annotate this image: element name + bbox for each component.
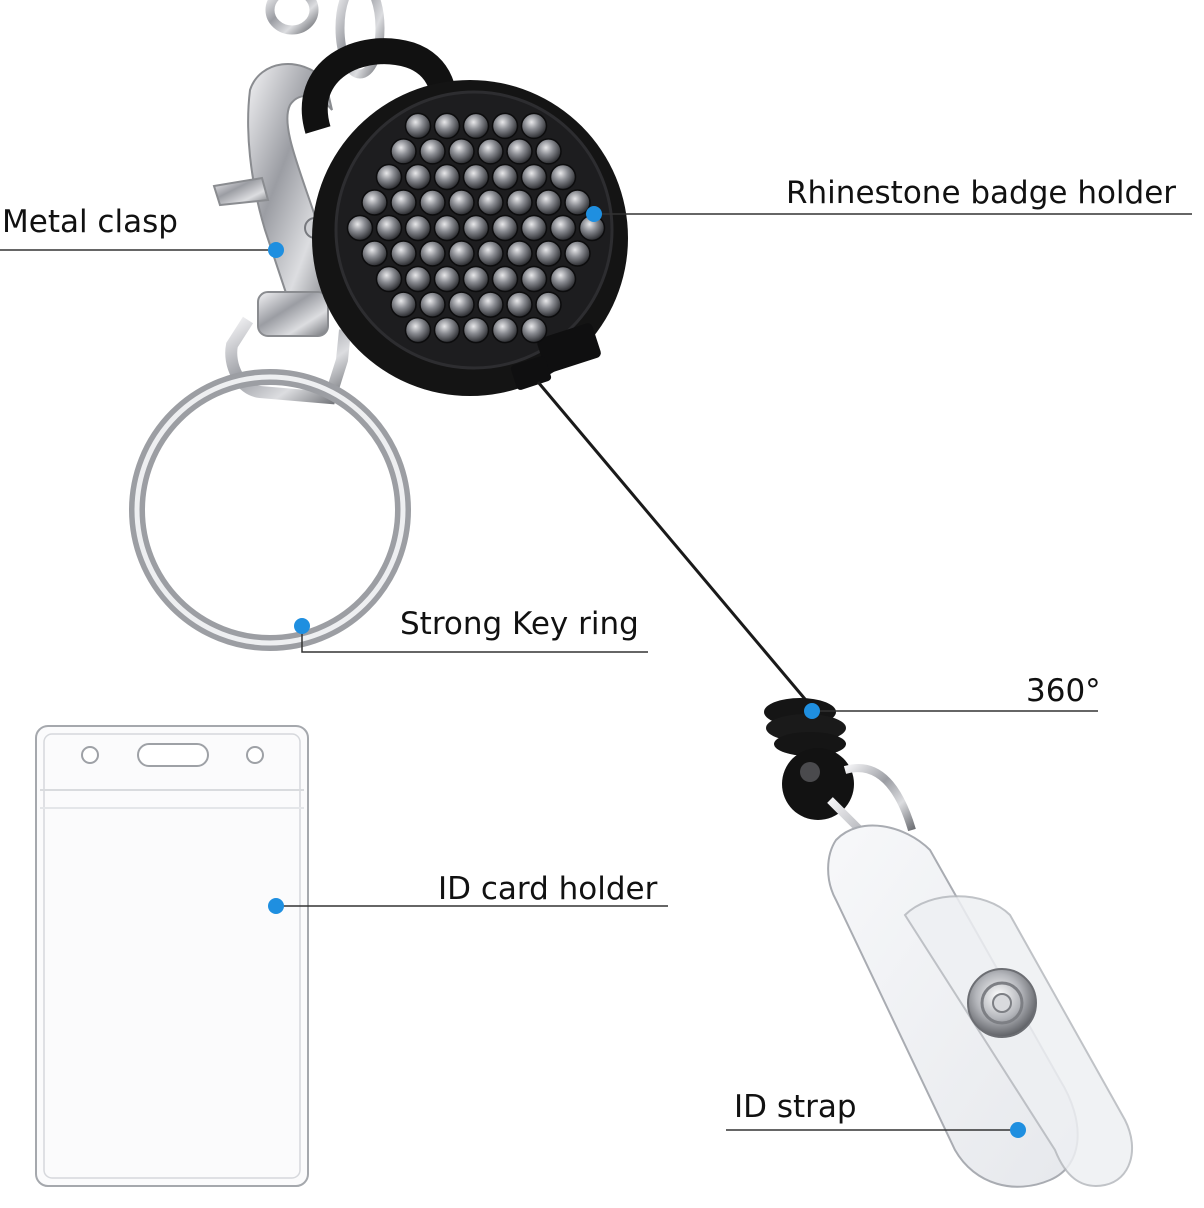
rhinestone bbox=[433, 265, 461, 293]
rhinestone bbox=[433, 316, 461, 344]
rhinestone bbox=[390, 291, 417, 318]
rhinestone bbox=[390, 138, 417, 165]
rhinestone bbox=[404, 112, 432, 140]
rhinestone bbox=[491, 316, 519, 344]
id-strap-shape bbox=[827, 824, 1134, 1188]
rhinestone bbox=[477, 240, 504, 267]
rhinestone bbox=[448, 240, 475, 267]
rhinestone bbox=[462, 316, 490, 344]
label-metal-clasp: Metal clasp bbox=[2, 204, 178, 240]
rhinestone bbox=[506, 291, 533, 318]
rhinestone bbox=[491, 265, 519, 293]
rhinestone bbox=[361, 189, 388, 216]
rhinestone bbox=[419, 189, 446, 216]
rhinestone bbox=[477, 189, 504, 216]
key-ring-shape bbox=[129, 369, 411, 651]
rhinestone bbox=[433, 214, 461, 242]
marker-rhinestone bbox=[586, 206, 602, 222]
rhinestone bbox=[491, 112, 519, 140]
label-id-strap: ID strap bbox=[734, 1089, 857, 1125]
rhinestone bbox=[404, 163, 432, 191]
rhinestone bbox=[520, 214, 548, 242]
rhinestone bbox=[390, 240, 417, 267]
badge-reel bbox=[312, 80, 628, 396]
rhinestone bbox=[535, 291, 562, 318]
rhinestone bbox=[506, 240, 533, 267]
marker-strap bbox=[1010, 1122, 1026, 1138]
rhinestone bbox=[361, 240, 388, 267]
rhinestone bbox=[477, 291, 504, 318]
rhinestone bbox=[390, 189, 417, 216]
rhinestones bbox=[346, 112, 606, 344]
rhinestone bbox=[549, 163, 577, 191]
rhinestone bbox=[564, 189, 591, 216]
rhinestone bbox=[549, 265, 577, 293]
marker-360 bbox=[804, 703, 820, 719]
rhinestone bbox=[491, 163, 519, 191]
rhinestone bbox=[462, 163, 490, 191]
line-key-ring bbox=[301, 632, 648, 653]
marker-card-holder bbox=[268, 898, 284, 914]
rhinestone bbox=[462, 112, 490, 140]
chain-links bbox=[265, 0, 385, 79]
rhinestone bbox=[477, 138, 504, 165]
rhinestone bbox=[433, 163, 461, 191]
rhinestone bbox=[375, 163, 403, 191]
rhinestone bbox=[404, 316, 432, 344]
rhinestone bbox=[375, 265, 403, 293]
rhinestone bbox=[448, 189, 475, 216]
rhinestone bbox=[346, 214, 374, 242]
label-id-card-holder: ID card holder bbox=[438, 871, 658, 907]
marker-metal-clasp bbox=[268, 242, 284, 258]
rhinestone bbox=[404, 265, 432, 293]
rhinestone bbox=[564, 240, 591, 267]
rhinestone bbox=[462, 214, 490, 242]
rhinestone bbox=[375, 214, 403, 242]
rhinestone bbox=[520, 316, 548, 344]
callout-lines bbox=[0, 213, 1192, 1131]
rhinestone bbox=[549, 214, 577, 242]
rhinestone bbox=[419, 138, 446, 165]
rhinestone bbox=[419, 291, 446, 318]
label-rhinestone-badge-holder: Rhinestone badge holder bbox=[786, 175, 1177, 211]
rhinestone bbox=[520, 265, 548, 293]
rhinestone bbox=[506, 189, 533, 216]
rhinestone bbox=[448, 291, 475, 318]
label-360-swivel: 360° bbox=[1026, 673, 1101, 709]
rhinestone bbox=[535, 240, 562, 267]
rhinestone bbox=[535, 189, 562, 216]
retractable-cord bbox=[536, 381, 812, 706]
rhinestone bbox=[491, 214, 519, 242]
rhinestone bbox=[404, 214, 432, 242]
rhinestone bbox=[448, 138, 475, 165]
swivel-connector bbox=[764, 698, 854, 820]
rhinestone bbox=[535, 138, 562, 165]
rhinestone bbox=[520, 112, 548, 140]
rhinestone bbox=[419, 240, 446, 267]
id-card-holder-shape bbox=[35, 725, 309, 1187]
rhinestone bbox=[520, 163, 548, 191]
marker-key-ring bbox=[294, 618, 310, 634]
rhinestone bbox=[462, 265, 490, 293]
rhinestone bbox=[433, 112, 461, 140]
label-strong-key-ring: Strong Key ring bbox=[400, 606, 639, 642]
callout-markers bbox=[268, 206, 1026, 1138]
rhinestone bbox=[506, 138, 533, 165]
